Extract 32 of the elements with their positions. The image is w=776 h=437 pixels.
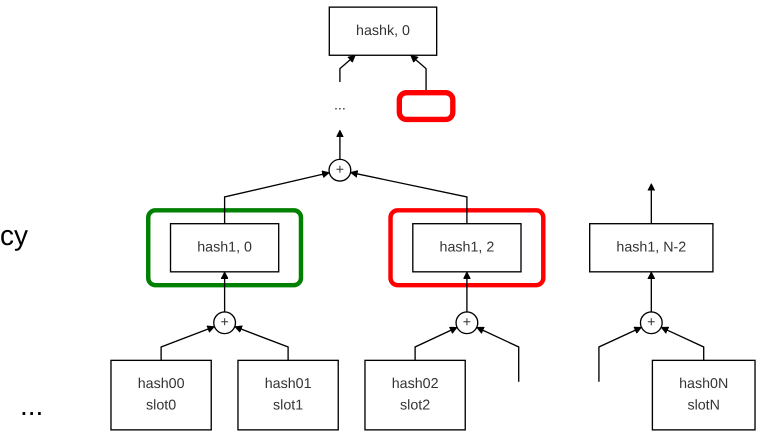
arrow [336,130,344,160]
arrow [647,271,656,312]
node-box: hash02 slot2 [364,360,466,431]
node-box: hash1, 2 [412,223,522,272]
arrow [234,326,289,360]
arrow [462,271,471,312]
arrow [647,183,656,224]
arrow [414,326,458,360]
node-text: ... [334,98,346,114]
arrow [224,170,330,224]
arrow [476,326,520,382]
node-circle: + [213,311,236,334]
node-circle: + [455,311,478,334]
arrow [598,326,642,382]
ellipsis-text: ... [20,390,44,422]
node-circle: + [328,158,352,182]
arrow [220,271,229,312]
arrow [160,326,215,360]
node-box: hash01 slot1 [237,360,339,431]
node-box: hash1, N-2 [589,223,714,272]
arrow [660,326,704,360]
node-box: hash00 slot0 [110,360,212,431]
cluster [388,208,546,288]
node-box: hashk, 0 [328,6,438,56]
node-circle: + [640,311,663,334]
cropped-text: cy [0,220,28,252]
arrow [339,54,356,82]
node-box: hash1, 0 [170,223,280,272]
node-box [396,90,456,122]
arrow [350,170,468,224]
cluster [146,208,304,288]
node-box: hash0N slotN [652,360,756,431]
